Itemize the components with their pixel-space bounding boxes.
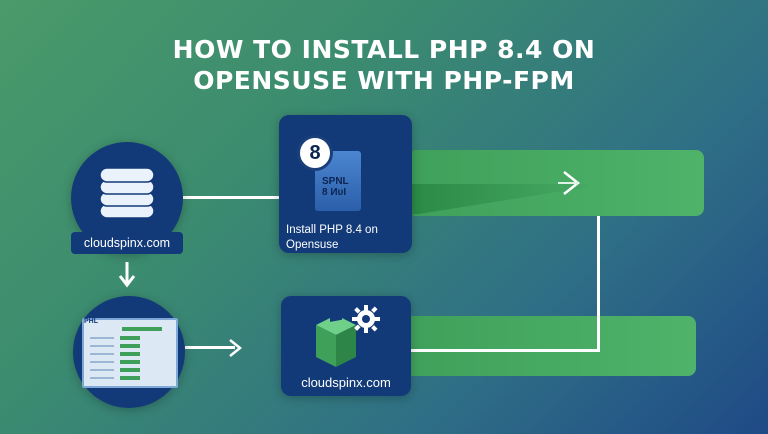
arrow-right-top-icon [558, 171, 581, 195]
version-badge: 8 [297, 135, 333, 171]
connector-vertical-right [597, 216, 600, 352]
package-gear-icon [316, 305, 380, 367]
title-line-1: HOW TO INSTALL PHP 8.4 ON [172, 35, 596, 64]
flow-band-bottom [404, 316, 696, 376]
connector-db-to-php [183, 196, 280, 199]
php-install-label: Install PHP 8.4 on Opensuse [286, 224, 378, 251]
arrow-right-bottom-icon [229, 339, 243, 357]
screen-header-text: PHL [84, 318, 98, 325]
connector-screen-to-pkg [185, 346, 235, 349]
connector-right-to-bottom [411, 349, 600, 352]
database-icon [99, 167, 155, 219]
title-line-2: OPENSUSE WITH PHP-FPM [193, 66, 575, 95]
arrow-down-icon [118, 262, 136, 288]
package-label: cloudspinx.com [301, 375, 391, 390]
page-title: HOW TO INSTALL PHP 8.4 ON OPENSUSE WITH … [0, 34, 768, 96]
database-label: cloudspinx.com [71, 232, 183, 254]
screen-list-icon [90, 327, 162, 380]
php-card-text: SPNL 8 ИυІ [322, 176, 349, 198]
